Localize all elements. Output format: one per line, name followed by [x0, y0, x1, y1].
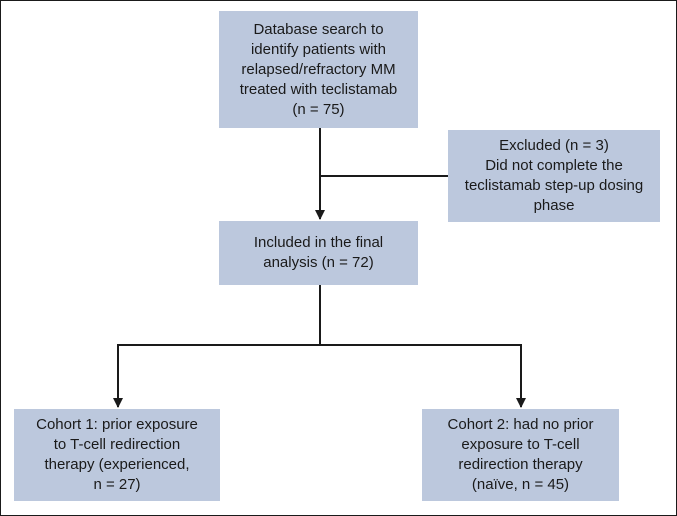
box-line: teclistamab step-up dosing: [464, 177, 644, 194]
box-cohort1: Cohort 1: prior exposure to T-cell redir…: [14, 409, 220, 501]
box-line: Excluded (n = 3): [499, 137, 609, 154]
box-line: to T-cell redirection: [53, 436, 181, 453]
box-included: Included in the final analysis (n = 72): [219, 221, 418, 285]
box-line: Cohort 2: had no prior: [447, 416, 594, 433]
box-line: (naïve, n = 45): [471, 476, 570, 493]
box-line: (n = 75): [292, 100, 345, 118]
box-line: Did not complete the: [485, 157, 623, 174]
box-line: redirection therapy: [458, 456, 583, 473]
box-line: exposure to T-cell: [461, 436, 580, 453]
box-database-search: Database search to identify patients wit…: [219, 11, 418, 128]
box-line: phase: [533, 197, 575, 214]
box-line: n = 27): [93, 476, 141, 493]
box-line: Cohort 1: prior exposure: [36, 416, 198, 433]
box-line: identify patients with: [250, 40, 387, 58]
box-cohort2: Cohort 2: had no prior exposure to T-cel…: [422, 409, 619, 501]
box-line: Included in the final: [253, 234, 384, 251]
box-line: therapy (experienced,: [44, 456, 190, 473]
box-line: Database search to: [253, 20, 384, 38]
box-excluded: Excluded (n = 3) Did not complete the te…: [448, 130, 660, 222]
box-line: analysis (n = 72): [263, 254, 374, 271]
box-line: treated with teclistamab: [239, 80, 398, 98]
box-line: relapsed/refractory MM: [241, 60, 396, 78]
